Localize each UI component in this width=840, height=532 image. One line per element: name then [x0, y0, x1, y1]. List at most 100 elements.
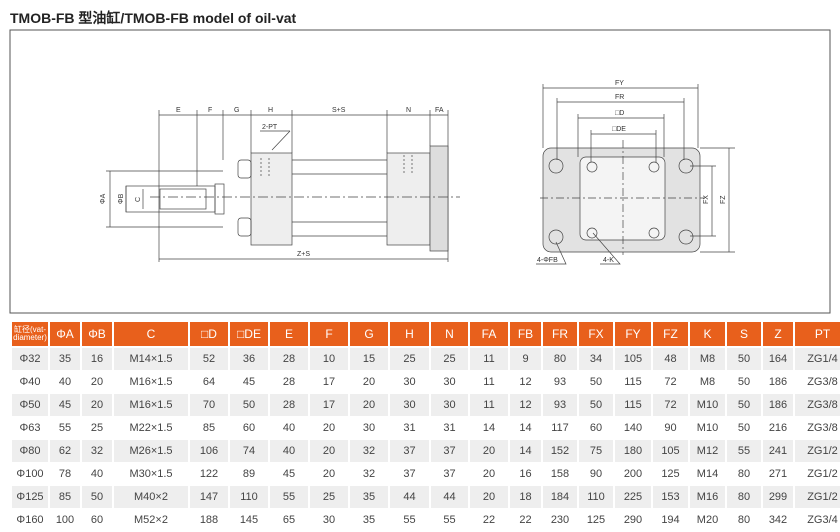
table-cell: 55 — [50, 417, 80, 440]
table-cell: 17 — [310, 394, 348, 417]
table-cell: 106 — [190, 440, 228, 463]
table-cell: 31 — [390, 417, 429, 440]
page-title: TMOB-FB 型油缸/TMOB-FB model of oil-vat — [10, 10, 297, 26]
table-cell: 30 — [350, 417, 388, 440]
table-cell: ZG1/2 — [795, 463, 840, 486]
table-cell: ZG1/4 — [795, 348, 840, 371]
column-header: H — [390, 322, 429, 348]
table-cell: 115 — [615, 371, 651, 394]
table-cell: 20 — [470, 486, 508, 509]
table-cell: Φ125 — [12, 486, 48, 509]
table-cell: 34 — [579, 348, 613, 371]
fb-label: 4-ΦFB — [537, 257, 558, 264]
front-view-labels: FY FR □D □DE FX FZ 4-ΦFB 4-K — [537, 80, 727, 264]
dim-f-label: F — [208, 107, 212, 114]
table-cell: 153 — [653, 486, 688, 509]
table-cell: 93 — [543, 371, 577, 394]
table-cell: 16 — [82, 348, 112, 371]
table-cell: 11 — [470, 348, 508, 371]
table-cell: 12 — [510, 371, 541, 394]
table-cell: 50 — [82, 486, 112, 509]
table-cell: 70 — [190, 394, 228, 417]
column-header: ΦA — [50, 322, 80, 348]
fy-label: FY — [615, 80, 624, 87]
table-cell: 60 — [579, 417, 613, 440]
drawing-frame — [9, 29, 831, 314]
table-cell: 90 — [653, 417, 688, 440]
table-cell: 30 — [431, 394, 468, 417]
table-cell: M14×1.5 — [114, 348, 188, 371]
table-cell: 186 — [763, 371, 793, 394]
table-cell: 16 — [510, 463, 541, 486]
table-cell: 93 — [543, 394, 577, 417]
de-label: □DE — [612, 126, 626, 133]
table-cell: 74 — [230, 440, 268, 463]
table-cell: 36 — [230, 348, 268, 371]
table-cell: 50 — [727, 417, 761, 440]
table-cell: 230 — [543, 509, 577, 532]
dim-n-label: N — [406, 107, 411, 114]
table-cell: ZG1/2 — [795, 486, 840, 509]
column-header: E — [270, 322, 308, 348]
side-view — [106, 110, 460, 262]
table-cell: M12 — [690, 440, 725, 463]
table-cell: 14 — [470, 417, 508, 440]
table-cell: 20 — [350, 371, 388, 394]
table-cell: 55 — [431, 509, 468, 532]
table-cell: 20 — [470, 463, 508, 486]
table-cell: 40 — [50, 371, 80, 394]
table-cell: 164 — [763, 348, 793, 371]
table-cell: 28 — [270, 371, 308, 394]
table-cell: 50 — [727, 371, 761, 394]
table-cell: M22×1.5 — [114, 417, 188, 440]
dim-g-label: G — [234, 107, 239, 114]
column-header: S — [727, 322, 761, 348]
table-cell: 80 — [727, 509, 761, 532]
table-cell: M14 — [690, 463, 725, 486]
table-cell: 25 — [431, 348, 468, 371]
table-cell: 20 — [350, 394, 388, 417]
table-cell: 20 — [310, 463, 348, 486]
table-cell: 64 — [190, 371, 228, 394]
table-cell: 184 — [543, 486, 577, 509]
table-cell: 90 — [579, 463, 613, 486]
table-cell: 60 — [82, 509, 112, 532]
table-cell: 30 — [390, 394, 429, 417]
table-cell: Φ160 — [12, 509, 48, 532]
table-cell: 10 — [310, 348, 348, 371]
table-cell: Φ100 — [12, 463, 48, 486]
table-cell: 125 — [653, 463, 688, 486]
table-cell: M26×1.5 — [114, 440, 188, 463]
table-cell: 14 — [510, 440, 541, 463]
table-cell: 85 — [50, 486, 80, 509]
column-header: F — [310, 322, 348, 348]
table-cell: 122 — [190, 463, 228, 486]
table-cell: Φ80 — [12, 440, 48, 463]
column-header: G — [350, 322, 388, 348]
table-cell: 186 — [763, 394, 793, 417]
table-cell: 75 — [579, 440, 613, 463]
table-cell: 48 — [653, 348, 688, 371]
fr-label: FR — [615, 94, 624, 101]
table-cell: 290 — [615, 509, 651, 532]
fx-label: FX — [703, 195, 710, 204]
table-cell: 60 — [230, 417, 268, 440]
table-cell: 78 — [50, 463, 80, 486]
column-header: PT — [795, 322, 840, 348]
table-cell: 40 — [82, 463, 112, 486]
table-cell: 50 — [579, 371, 613, 394]
table-cell: 25 — [82, 417, 112, 440]
table-cell: 22 — [470, 509, 508, 532]
table-cell: 20 — [82, 371, 112, 394]
table-cell: 44 — [431, 486, 468, 509]
table-cell: 11 — [470, 394, 508, 417]
table-cell: 271 — [763, 463, 793, 486]
column-header: FA — [470, 322, 508, 348]
column-header: □DE — [230, 322, 268, 348]
table-cell: 299 — [763, 486, 793, 509]
table-cell: 50 — [230, 394, 268, 417]
table-cell: ZG3/8 — [795, 371, 840, 394]
table-cell: 37 — [431, 463, 468, 486]
table-cell: 44 — [390, 486, 429, 509]
